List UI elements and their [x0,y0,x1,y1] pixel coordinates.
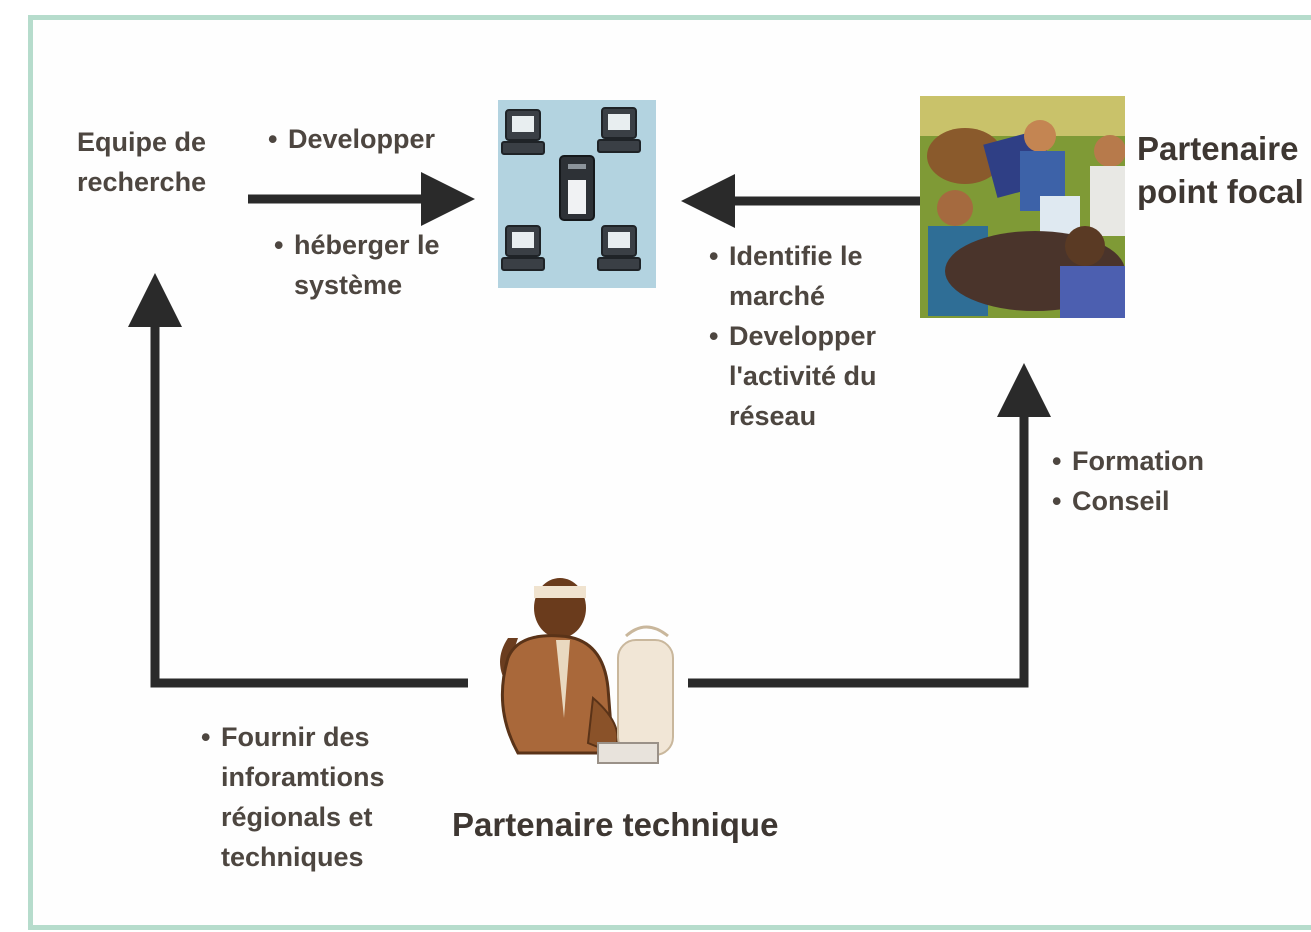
technician-person-icon [478,578,688,778]
technical-partner-label: Partenaire technique [452,806,779,843]
research-team-label: Equipe de recherche [77,127,207,197]
develop-item: Developper [266,119,435,159]
advice-item: Conseil [1050,481,1204,521]
info-actions: Fournir des inforamtions régionals et te… [199,717,385,877]
arrow-technical-to-focal [688,363,1051,688]
focal-actions: Identifie le marché Developper l'activit… [707,236,876,436]
focal-partner-label: Partenaire point focal [1137,130,1304,210]
develop-network-item: Developper l'activité du réseau [707,316,876,436]
host-system-item: héberger le système [272,225,440,305]
meeting-people-icon [920,96,1125,318]
network-computers-icon [498,100,656,288]
research-actions-bottom: héberger le système [272,225,440,305]
research-actions-top: Developper [266,119,435,159]
provide-info-item: Fournir des inforamtions régionals et te… [199,717,385,877]
training-item: Formation [1050,441,1204,481]
identify-market-item: Identifie le marché [707,236,876,316]
training-actions: Formation Conseil [1050,441,1204,521]
arrow-technical-to-research [128,273,468,688]
